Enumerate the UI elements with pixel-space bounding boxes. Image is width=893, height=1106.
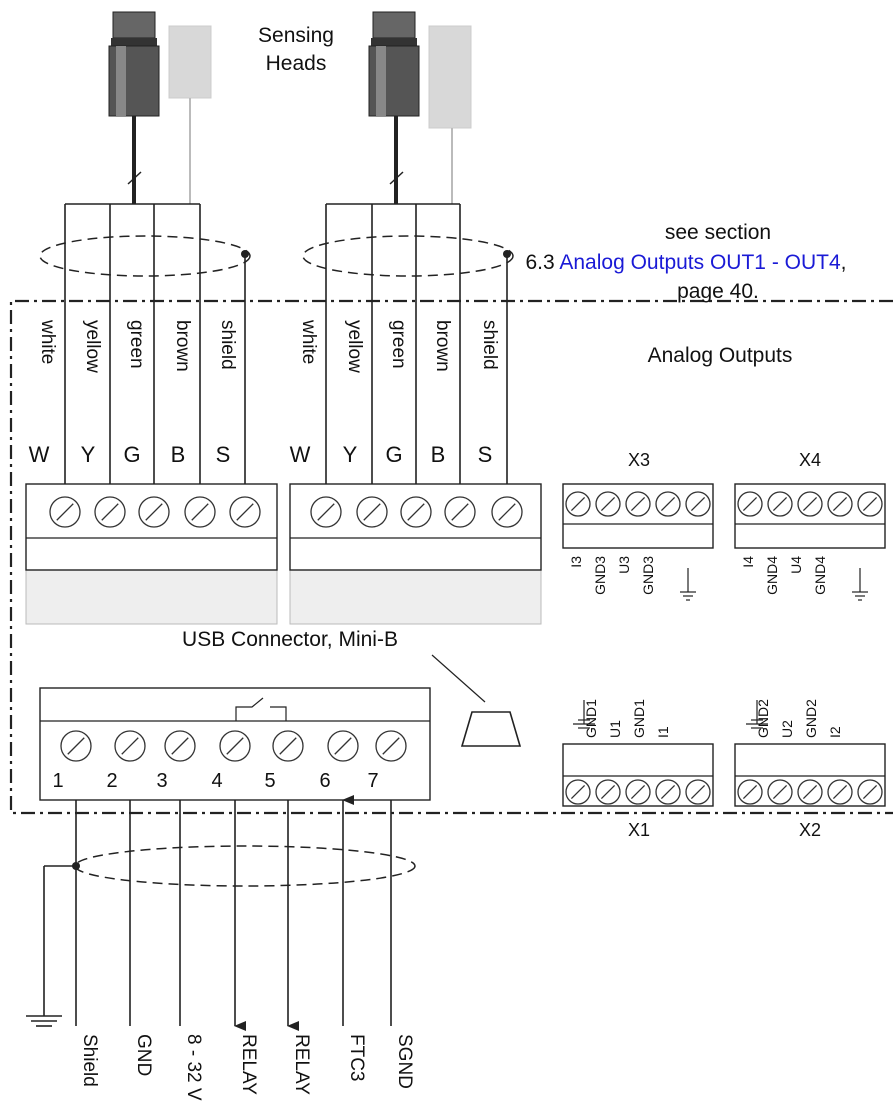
wire-color-label: shield bbox=[217, 320, 238, 370]
note-prefix: 6.3 bbox=[526, 251, 560, 274]
usb-leader-line bbox=[431, 654, 486, 703]
connector-x3-label: X3 bbox=[628, 450, 650, 470]
power-signal-label: GND bbox=[133, 1034, 154, 1076]
terminal-number: 3 bbox=[156, 770, 167, 792]
power-wires bbox=[26, 795, 392, 1031]
pin-label: U4 bbox=[788, 556, 804, 574]
terminal-label: S bbox=[216, 442, 231, 467]
terminal-label: W bbox=[290, 442, 311, 467]
ground-icon bbox=[852, 568, 868, 601]
wire-color-label: white bbox=[298, 319, 319, 364]
usb-port-icon bbox=[460, 711, 522, 747]
cable-shield-2 bbox=[302, 235, 514, 277]
terminal-label: W bbox=[29, 442, 50, 467]
pin-label: GND2 bbox=[755, 699, 771, 738]
pin-label: U3 bbox=[616, 556, 632, 574]
ground-icon bbox=[573, 700, 595, 729]
cable-shield-1 bbox=[39, 235, 251, 277]
power-signal-label: RELAY bbox=[238, 1034, 259, 1095]
pin-label: I4 bbox=[740, 556, 756, 568]
terminal-number: 4 bbox=[211, 770, 222, 792]
pin-label: GND4 bbox=[812, 556, 828, 595]
usb-connector-label: USB Connector, Mini-B bbox=[182, 628, 398, 651]
terminal-label: B bbox=[431, 442, 446, 467]
terminal-number: 1 bbox=[52, 770, 63, 792]
wire-color-label: brown bbox=[432, 320, 453, 372]
ground-icon bbox=[746, 700, 768, 729]
wire-color-label: white bbox=[37, 319, 58, 364]
sensing-heads-label-1: Sensing bbox=[258, 24, 334, 47]
power-signal-label: SGND bbox=[394, 1034, 415, 1089]
terminal-label: G bbox=[123, 442, 140, 467]
terminal-block-power bbox=[39, 687, 431, 801]
pin-label: GND2 bbox=[803, 699, 819, 738]
wire-color-label: yellow bbox=[344, 320, 365, 373]
section-link[interactable]: Analog Outputs OUT1 - OUT4 bbox=[559, 251, 841, 274]
connector-x3 bbox=[562, 483, 714, 549]
connector-x1-label: X1 bbox=[628, 820, 650, 840]
terminal-label: Y bbox=[81, 442, 96, 467]
note-suffix: , bbox=[841, 251, 847, 274]
note-line-2: 6.3 Analog Outputs OUT1 - OUT4, bbox=[526, 251, 847, 274]
pin-label: GND4 bbox=[764, 556, 780, 595]
wire-color-label: yellow bbox=[82, 320, 103, 373]
sensor-wires-1 bbox=[64, 204, 249, 492]
connector-x4 bbox=[734, 483, 886, 549]
note-page: page 40. bbox=[677, 280, 759, 303]
pin-label: I1 bbox=[655, 726, 671, 738]
pin-label: GND3 bbox=[640, 556, 656, 595]
connector-x1 bbox=[562, 743, 714, 807]
connector-x4-label: X4 bbox=[799, 450, 821, 470]
terminal-label: S bbox=[478, 442, 493, 467]
pin-label: GND1 bbox=[631, 699, 647, 738]
cable-shield-power bbox=[74, 845, 416, 887]
sensing-head-2 bbox=[368, 11, 472, 204]
ground-icon bbox=[680, 568, 696, 601]
pin-label: GND3 bbox=[592, 556, 608, 595]
terminal-number: 5 bbox=[264, 770, 275, 792]
sensor-wires-2 bbox=[325, 204, 511, 492]
analog-outputs-label: Analog Outputs bbox=[648, 344, 793, 367]
sensing-head-1 bbox=[108, 11, 212, 204]
wire-color-label: shield bbox=[479, 320, 500, 370]
terminal-label: G bbox=[385, 442, 402, 467]
wire-color-label: green bbox=[126, 320, 147, 369]
terminal-number: 6 bbox=[319, 770, 330, 792]
terminal-label: B bbox=[171, 442, 186, 467]
terminal-label: Y bbox=[343, 442, 358, 467]
pin-label: I3 bbox=[568, 556, 584, 568]
terminal-number: 7 bbox=[367, 770, 378, 792]
pin-label: U1 bbox=[607, 720, 623, 738]
power-signal-label: 8 - 32 V bbox=[183, 1034, 204, 1101]
housing-outline bbox=[9, 299, 893, 815]
wire-color-label: brown bbox=[172, 320, 193, 372]
pin-label: I2 bbox=[827, 726, 843, 738]
note-line-1: see section bbox=[665, 221, 771, 244]
power-signal-label: RELAY bbox=[291, 1034, 312, 1095]
pin-label: GND1 bbox=[583, 699, 599, 738]
sensing-heads-label-2: Heads bbox=[266, 52, 327, 75]
connector-x2-label: X2 bbox=[799, 820, 821, 840]
connector-x2 bbox=[734, 743, 886, 807]
terminal-block-sensor-1 bbox=[25, 483, 278, 625]
terminal-block-sensor-2 bbox=[289, 483, 542, 625]
terminal-number: 2 bbox=[106, 770, 117, 792]
power-signal-label: Shield bbox=[79, 1034, 100, 1087]
pin-label: U2 bbox=[779, 720, 795, 738]
power-signal-label: FTC3 bbox=[346, 1034, 367, 1082]
wire-color-label: green bbox=[388, 320, 409, 369]
